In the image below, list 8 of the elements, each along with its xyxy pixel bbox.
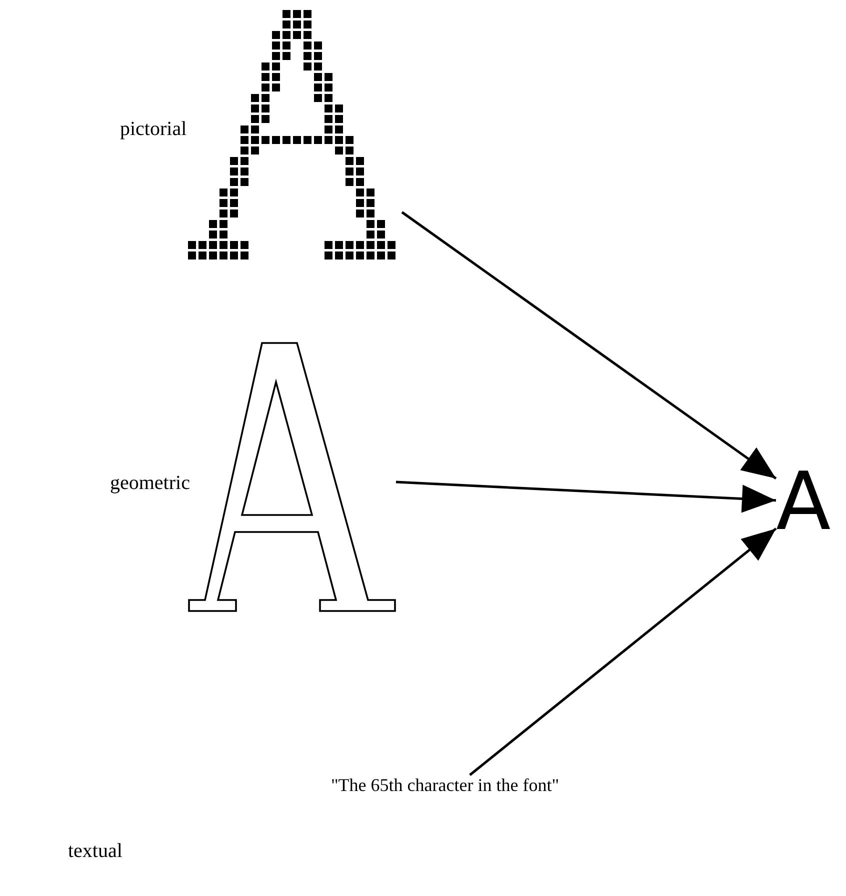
category-label: pictorial bbox=[120, 118, 187, 141]
result-letter: A bbox=[776, 454, 832, 550]
category-label: geometric bbox=[110, 472, 190, 495]
arrow bbox=[396, 480, 776, 513]
arrow bbox=[401, 211, 777, 480]
arrow bbox=[469, 528, 777, 776]
text-description: "The 65th character in the font" bbox=[330, 775, 560, 796]
category-label: textual bbox=[68, 840, 122, 863]
